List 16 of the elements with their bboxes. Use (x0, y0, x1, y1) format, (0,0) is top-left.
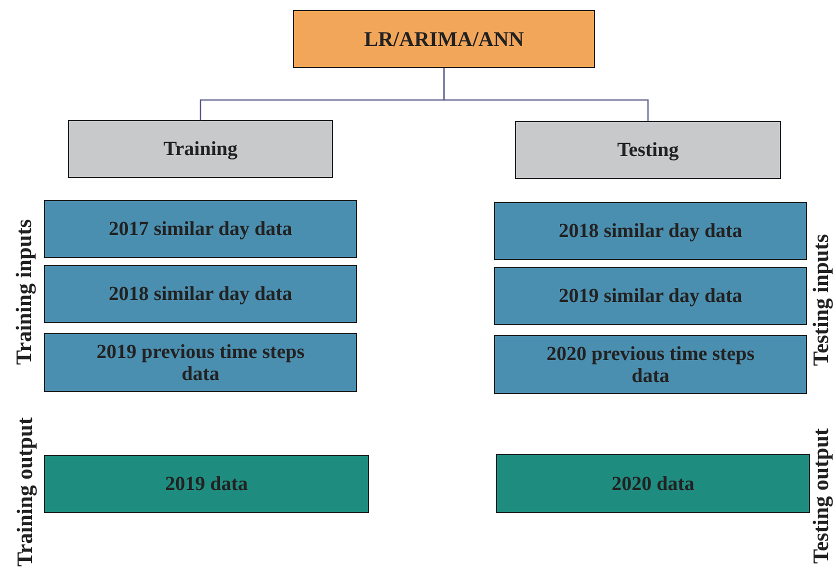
phase-box: Testing (515, 121, 781, 179)
input-data-box: 2019 similar day data (494, 267, 807, 325)
side-label: Testing output (810, 428, 832, 564)
model-box: LR/ARIMA/ANN (293, 10, 595, 68)
side-label: Training output (14, 417, 36, 567)
input-data-box: 2018 similar day data (44, 265, 357, 323)
side-label: Testing inputs (810, 234, 832, 366)
output-data-box: 2020 data (496, 454, 810, 513)
side-label: Training inputs (13, 219, 35, 365)
connector-line (443, 68, 649, 121)
input-data-box: 2019 previous time steps data (44, 333, 357, 392)
input-data-box: 2020 previous time steps data (494, 335, 807, 394)
input-data-box: 2017 similar day data (44, 200, 357, 258)
phase-box: Training (68, 120, 333, 178)
output-data-box: 2019 data (44, 455, 369, 513)
input-data-box: 2018 similar day data (494, 202, 807, 260)
